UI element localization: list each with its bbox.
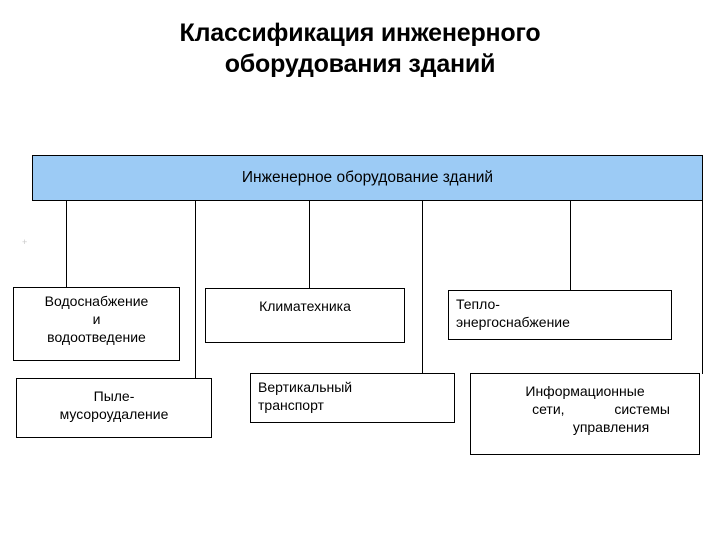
node-vertical-transport-line-2: транспорт xyxy=(258,397,324,413)
node-information-networks-line-1: Информационные xyxy=(525,383,645,399)
node-vertical-transport[interactable]: Вертикальный транспорт xyxy=(250,373,455,423)
node-water-supply-line-3: водоотведение xyxy=(47,329,146,345)
node-heat-energy-supply-line-2: энергоснабжение xyxy=(456,314,570,330)
node-information-networks-line-2a: сети, xyxy=(532,401,565,417)
node-heat-energy-supply-line-1: Тепло- xyxy=(456,296,500,312)
node-water-supply-line-2: и xyxy=(92,311,101,327)
node-information-networks-line-3: управления xyxy=(572,419,650,435)
connector-line-4 xyxy=(422,200,423,374)
page-title-line-1: Классификация инженерного xyxy=(179,19,541,47)
page-title-line-2: оборудования зданий xyxy=(224,50,496,78)
node-heat-energy-supply[interactable]: Тепло- энергоснабжение xyxy=(448,290,672,340)
connector-line-2 xyxy=(195,200,196,380)
node-water-supply[interactable]: Водоснабжение и водоотведение xyxy=(13,287,180,361)
node-information-networks-line-2b: системы xyxy=(614,401,670,417)
node-information-networks-line-2: сети, системы xyxy=(471,400,720,418)
node-climate-tech-label: Климатехника xyxy=(259,298,351,314)
node-information-networks[interactable]: Информационные сети, системы управления xyxy=(470,373,700,455)
connector-line-6 xyxy=(702,200,703,374)
node-climate-tech[interactable]: Климатехника xyxy=(205,288,405,343)
node-dust-waste-removal-line-2: мусороудаление xyxy=(59,406,169,422)
connector-line-1 xyxy=(66,170,67,290)
scan-artifact: + xyxy=(22,237,28,247)
node-root[interactable]: Инженерное оборудование зданий xyxy=(32,155,703,201)
node-dust-waste-removal-line-1: Пыле- xyxy=(93,388,135,404)
page-title: Классификация инженерного оборудования з… xyxy=(0,18,720,80)
node-water-supply-line-1: Водоснабжение xyxy=(44,293,149,309)
connector-line-3 xyxy=(309,200,310,290)
node-dust-waste-removal[interactable]: Пыле- мусороудаление xyxy=(16,378,212,438)
node-vertical-transport-line-1: Вертикальный xyxy=(258,379,353,395)
connector-line-5 xyxy=(570,200,571,292)
node-root-label: Инженерное оборудование зданий xyxy=(241,169,494,186)
